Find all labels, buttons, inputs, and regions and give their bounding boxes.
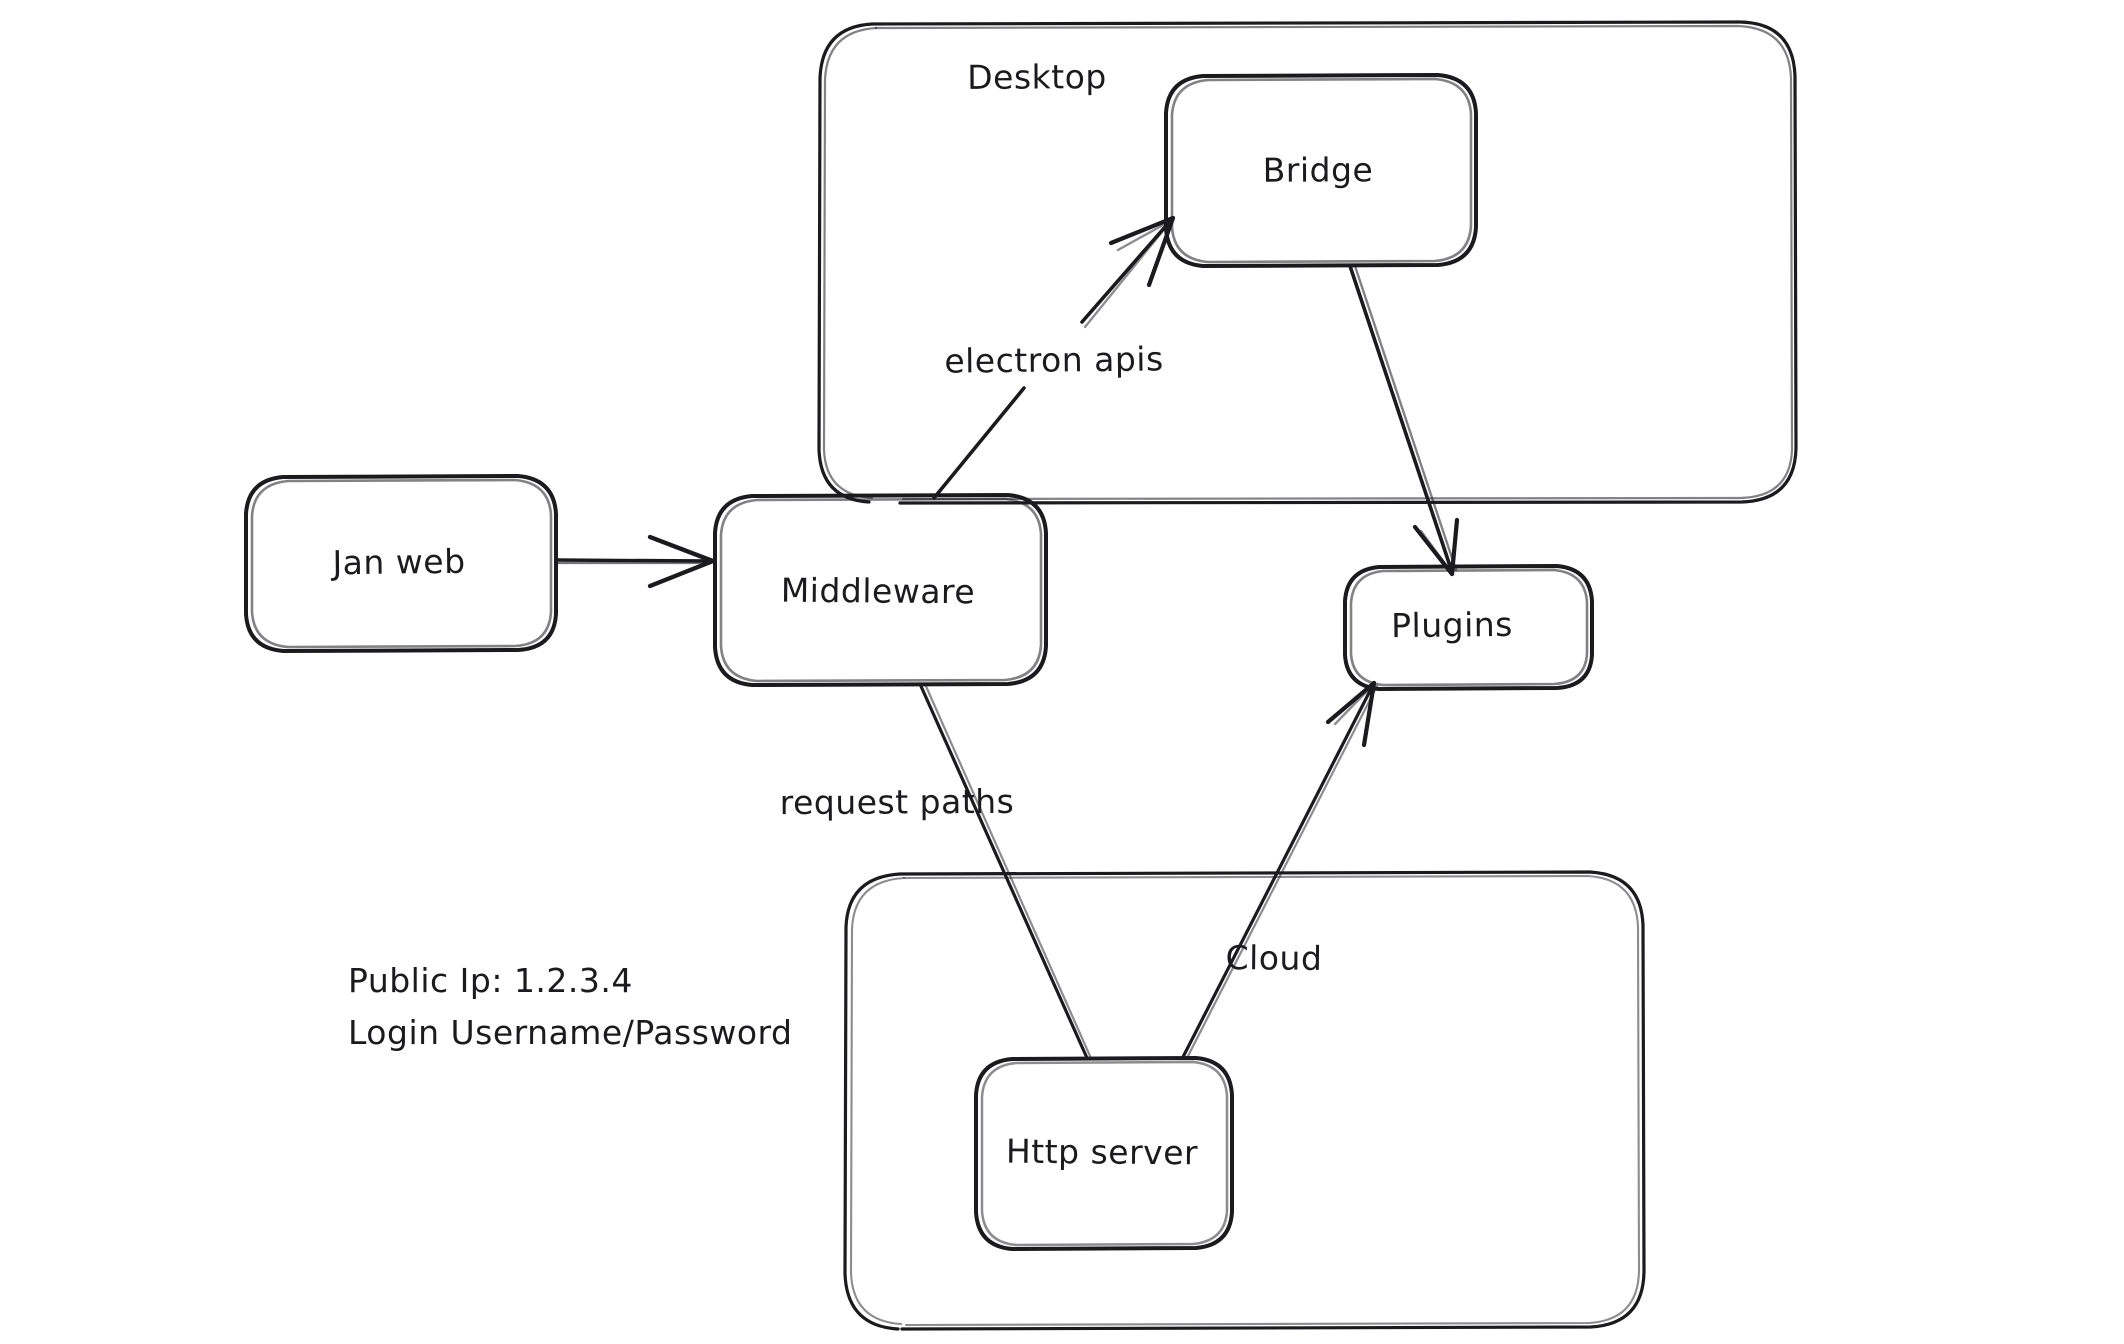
- edge-http-server-to-plugins: [1181, 680, 1379, 1060]
- notes-block: Public Ip: 1.2.3.4 Login Username/Passwo…: [348, 955, 793, 1059]
- group-label-desktop: Desktop: [967, 57, 1107, 97]
- edge-label-electron-apis: electron apis: [944, 339, 1164, 381]
- edge-jan-web-to-middleware: [554, 534, 716, 589]
- edge-bridge-to-plugins: [1348, 264, 1460, 577]
- edge-label-cloud: Cloud: [1225, 938, 1323, 978]
- node-middleware-shape[interactable]: [713, 493, 1048, 687]
- node-jan-web-shape[interactable]: [244, 474, 558, 653]
- node-label-plugins: Plugins: [1390, 604, 1514, 646]
- node-bridge-shape[interactable]: [1164, 73, 1478, 268]
- node-label-middleware: Middleware: [780, 570, 976, 612]
- note-login: Login Username/Password: [348, 1013, 793, 1052]
- note-public-ip: Public Ip: 1.2.3.4: [348, 961, 633, 1000]
- node-plugins-shape[interactable]: [1343, 564, 1594, 691]
- edge-label-request-paths: request paths: [779, 781, 1015, 823]
- group-cloud: [843, 870, 1646, 1331]
- node-label-jan-web: Jan web: [332, 541, 466, 583]
- node-label-bridge: Bridge: [1262, 150, 1374, 190]
- node-label-http-server: Http server: [1005, 1131, 1199, 1173]
- edge-middleware-to-bridge: [932, 215, 1176, 500]
- edge-middleware-to-http-server: [918, 682, 1092, 1060]
- node-http-server-shape[interactable]: [974, 1056, 1234, 1251]
